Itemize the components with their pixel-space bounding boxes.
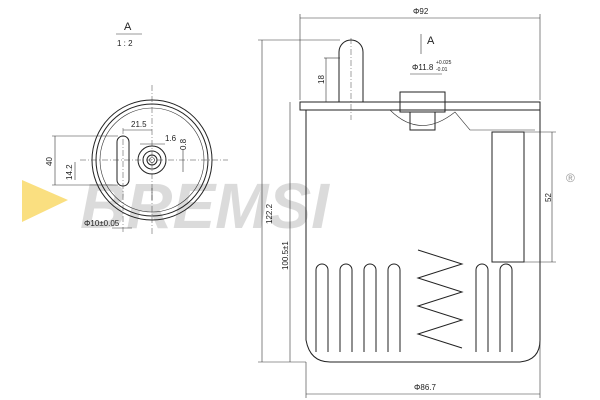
dim-body-height: 100.5±1	[281, 241, 290, 270]
top-view: 21.5 1.6 0.8 40 14.2 Φ10±0.05	[45, 85, 228, 235]
brand-triangle-icon	[22, 180, 68, 222]
registered-mark: ®	[566, 171, 575, 185]
dim-total-height: 122.2	[265, 203, 274, 224]
view-scale: 1 : 2	[117, 39, 133, 48]
dim-pipe-height: 18	[317, 75, 326, 84]
dim-outer-dia: Φ92	[413, 7, 429, 16]
view-label: A	[124, 21, 132, 33]
dim-element-height: 52	[544, 193, 553, 202]
spring	[416, 249, 464, 349]
dim-pipe-dia: Φ10±0.05	[84, 219, 120, 228]
bottom-ribs	[315, 263, 513, 352]
dim-14-2: 14.2	[65, 164, 74, 180]
dim-40: 40	[45, 157, 54, 166]
dim-bottom-dia: Φ86.7	[414, 383, 437, 392]
dim-0-8: 0.8	[179, 138, 188, 150]
dim-bore-tol-lower: -0.01	[436, 67, 448, 73]
dim-bore: Φ11.8	[412, 63, 434, 72]
dim-bore-tol-upper: +0.025	[436, 60, 452, 66]
view-arrow-label: A	[427, 35, 435, 47]
watermark-text: BREMSI	[80, 170, 330, 242]
dim-21-5: 21.5	[131, 120, 147, 129]
dim-1-6: 1.6	[165, 134, 177, 143]
side-view: Φ92 A Φ11.8 +0.025 -0.01 18 122.2 1	[258, 7, 556, 398]
